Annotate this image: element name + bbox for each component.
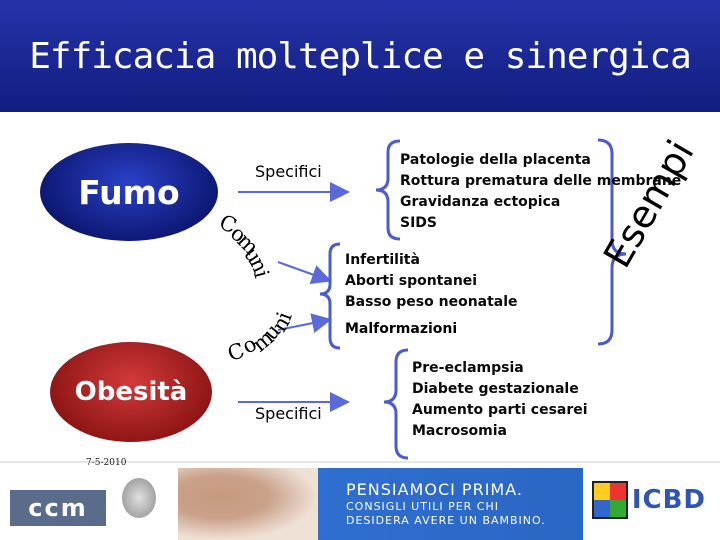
list-item: Pre-eclampsia	[412, 360, 524, 376]
list-item: Diabete gestazionale	[412, 381, 579, 397]
italian-republic-emblem-icon	[122, 478, 156, 518]
obesita-label: Obesità	[74, 377, 188, 407]
brace-fumo	[375, 139, 401, 241]
icbd-logo-icon	[592, 481, 628, 519]
brace-obesita	[383, 348, 409, 460]
icbd-logo-text: ICBD	[631, 485, 706, 515]
list-item: SIDS	[400, 215, 437, 231]
list-item: Aborti spontanei	[345, 273, 478, 289]
list-item: Gravidanza ectopica	[400, 194, 561, 210]
specifici-top-label: Specifici	[255, 162, 322, 181]
list-item: Macrosomia	[412, 423, 507, 439]
couple-photo	[178, 468, 318, 540]
list-item: Rottura prematura delle membrane	[400, 173, 682, 189]
slide-date: 7-5-2010	[86, 458, 127, 468]
common-list: Infertilità Aborti spontanei Basso peso …	[345, 250, 518, 313]
banner-title: PENSIAMOCI PRIMA.	[346, 480, 523, 499]
obesita-specific-list: Pre-eclampsia Diabete gestazionale Aumen…	[412, 358, 588, 442]
slide-title: Efficacia molteplice e sinergica	[29, 36, 692, 77]
common-extra-item: Malformazioni	[345, 321, 458, 337]
arrow-common-top	[277, 261, 332, 284]
fumo-specific-list: Patologie della placenta Rottura prematu…	[400, 150, 681, 234]
banner-line: CONSIGLI UTILI PER CHI	[346, 500, 499, 513]
obesita-node: Obesità	[50, 342, 212, 442]
list-item: Aumento parti cesarei	[412, 402, 588, 418]
list-item: Infertilità	[345, 252, 420, 268]
fumo-label: Fumo	[78, 172, 180, 212]
banner-subtitle: CONSIGLI UTILI PER CHI DESIDERA AVERE UN…	[346, 500, 546, 528]
ccm-logo: ccm	[10, 490, 106, 526]
brace-common	[319, 242, 341, 350]
list-item: Basso peso neonatale	[345, 294, 518, 310]
banner-line: DESIDERA AVERE UN BAMBINO.	[346, 514, 546, 527]
icbd-logo: ICBD	[592, 478, 706, 522]
specifici-bottom-label: Specifici	[255, 404, 322, 423]
header-bar	[0, 0, 720, 112]
list-item: Patologie della placenta	[400, 152, 591, 168]
fumo-node: Fumo	[40, 143, 218, 241]
